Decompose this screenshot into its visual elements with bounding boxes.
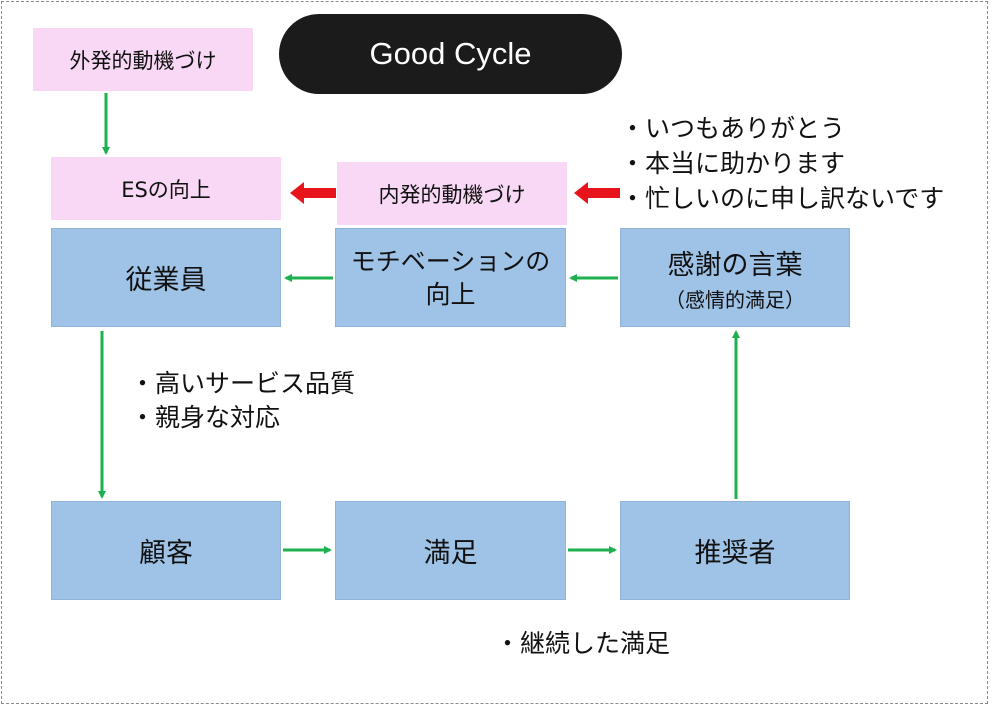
intrinsic-motivation-label: 内発的動機づけ <box>378 182 526 207</box>
continued-note: ・継続した満足 <box>495 626 670 661</box>
service-note-line: ・高いサービス品質 <box>130 369 356 398</box>
gratitude-words-sublabel: （感情的満足） <box>665 287 805 312</box>
employees-label: 従業員 <box>125 265 207 296</box>
title-pill: Good Cycle <box>279 14 622 94</box>
continued-note-line: ・継続した満足 <box>495 629 671 658</box>
customers-label: 顧客 <box>139 538 193 569</box>
red-arrow-notes-to-intrinsic <box>574 182 620 204</box>
gratitude-words-box: 感謝の言葉 （感情的満足） <box>620 228 850 327</box>
service-note: ・高いサービス品質 ・親身な対応 <box>130 367 355 435</box>
service-note-line: ・親身な対応 <box>130 403 281 432</box>
extrinsic-motivation-label: 外発的動機づけ <box>69 48 217 73</box>
diagram-title: Good Cycle <box>369 36 532 71</box>
thanks-note-line: ・忙しいのに申し訳ないです <box>620 184 945 213</box>
recommender-label: 推奨者 <box>694 538 776 569</box>
extrinsic-motivation-box: 外発的動機づけ <box>33 28 253 91</box>
customers-box: 顧客 <box>51 501 281 600</box>
satisfaction-label: 満足 <box>423 538 478 569</box>
employees-box: 従業員 <box>51 228 281 327</box>
es-improvement-label: ESの向上 <box>121 177 211 202</box>
intrinsic-motivation-box: 内発的動機づけ <box>337 162 567 225</box>
recommender-box: 推奨者 <box>620 501 850 600</box>
es-improvement-box: ESの向上 <box>51 157 281 220</box>
red-arrow-intrinsic-to-es <box>290 182 336 204</box>
motivation-improvement-line2: 向上 <box>425 279 476 309</box>
satisfaction-box: 満足 <box>335 501 566 600</box>
thanks-note-line: ・本当に助かります <box>620 149 846 178</box>
thanks-note-line: ・いつもありがとう <box>620 114 846 143</box>
thanks-note: ・いつもありがとう ・本当に助かります ・忙しいのに申し訳ないです <box>620 111 944 216</box>
motivation-improvement-box: モチベーションの 向上 <box>335 228 566 327</box>
motivation-improvement-line1: モチベーションの <box>350 246 551 276</box>
gratitude-words-label: 感謝の言葉 <box>667 249 803 281</box>
